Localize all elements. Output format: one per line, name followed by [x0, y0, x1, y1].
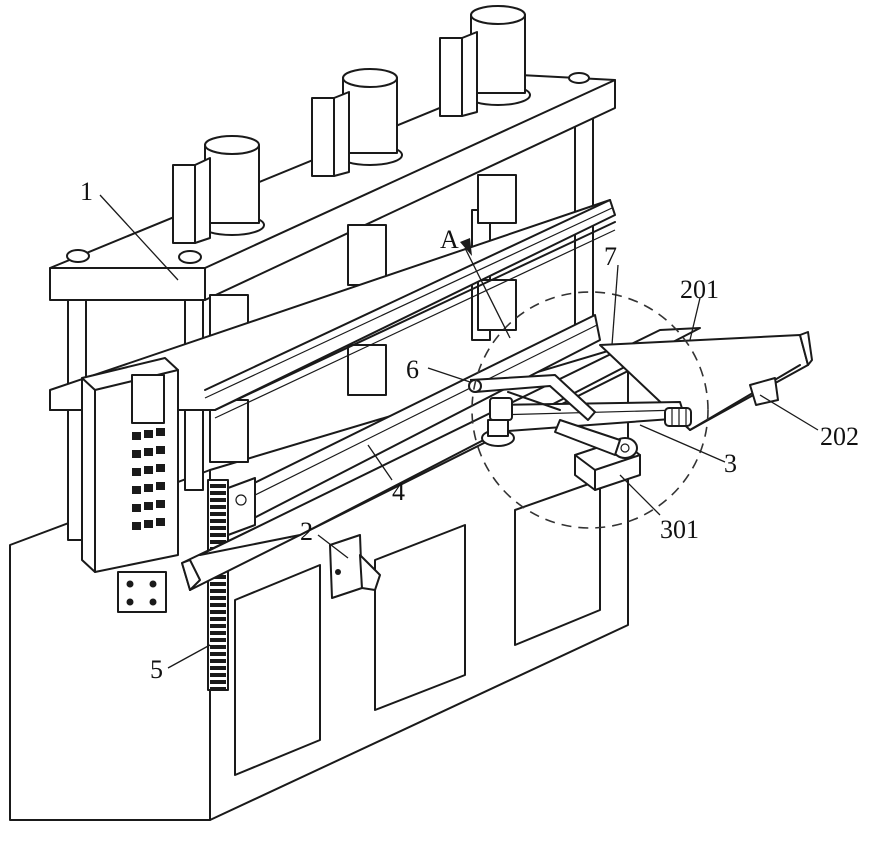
- mount-block: [574, 437, 641, 491]
- slide-bracket: [227, 477, 256, 536]
- rack-tooth: [210, 610, 226, 614]
- rack-tooth: [210, 582, 226, 586]
- rack-tooth: [210, 526, 226, 530]
- label-301: 301: [660, 515, 699, 544]
- rack-tooth: [210, 645, 226, 649]
- feed-conveyor: [181, 327, 813, 599]
- rack-tooth: [210, 603, 226, 607]
- gear-rack: [207, 479, 229, 691]
- keypad-button: [132, 450, 141, 458]
- keypad-button: [144, 520, 153, 528]
- keypad-button: [156, 500, 165, 508]
- rack-tooth: [210, 617, 226, 621]
- rack-tooth: [210, 519, 226, 523]
- keypad-button: [132, 486, 141, 494]
- label-5: 5: [150, 655, 163, 684]
- press-cylinder-left: [172, 135, 265, 244]
- label-1: 1: [80, 177, 93, 206]
- rack-tooth: [210, 512, 226, 516]
- detail-circle-a: [471, 291, 709, 529]
- label-4: 4: [392, 477, 405, 506]
- label-202: 202: [820, 422, 859, 451]
- label-201: 201: [680, 275, 719, 304]
- keypad-button: [144, 430, 153, 438]
- keypad-button: [156, 518, 165, 526]
- keypad-button: [156, 446, 165, 454]
- keypad-button: [132, 432, 141, 440]
- rack-tooth: [210, 484, 226, 488]
- keypad-button: [144, 484, 153, 492]
- keypad-button: [144, 448, 153, 456]
- rack-tooth: [210, 491, 226, 495]
- rack-tooth: [210, 540, 226, 544]
- label-a: A: [440, 225, 459, 254]
- label-6: 6: [406, 355, 419, 384]
- rack-tooth: [210, 631, 226, 635]
- rack-tooth: [210, 596, 226, 600]
- rack-tooth: [210, 680, 226, 684]
- suction-head: [481, 397, 515, 447]
- rack-tooth: [210, 638, 226, 642]
- rack-tooth: [210, 659, 226, 663]
- rack-tooth: [210, 498, 226, 502]
- keypad-button: [144, 502, 153, 510]
- press-cylinder-middle: [311, 68, 403, 177]
- keypad-button: [156, 464, 165, 472]
- callouts: 1 A 7 201 6 202 3 4 301 2 5: [80, 177, 859, 684]
- leader-lines: [99, 194, 819, 669]
- keypad-button: [132, 504, 141, 512]
- label-7: 7: [604, 242, 617, 271]
- rack-tooth: [210, 533, 226, 537]
- rack-tooth: [210, 673, 226, 677]
- keypad-button: [132, 468, 141, 476]
- keypad-button: [156, 482, 165, 490]
- rack-tooth: [210, 666, 226, 670]
- keypad-button: [132, 522, 141, 530]
- rack-tooth: [210, 624, 226, 628]
- label-3: 3: [724, 449, 737, 478]
- keypad-button: [156, 428, 165, 436]
- press-cylinder-right: [439, 5, 531, 117]
- rack-tooth: [210, 589, 226, 593]
- rack-tooth: [210, 652, 226, 656]
- rack-tooth: [210, 687, 226, 691]
- control-panel: [81, 357, 179, 613]
- keypad-button: [144, 466, 153, 474]
- label-2: 2: [300, 517, 313, 546]
- rack-tooth: [210, 505, 226, 509]
